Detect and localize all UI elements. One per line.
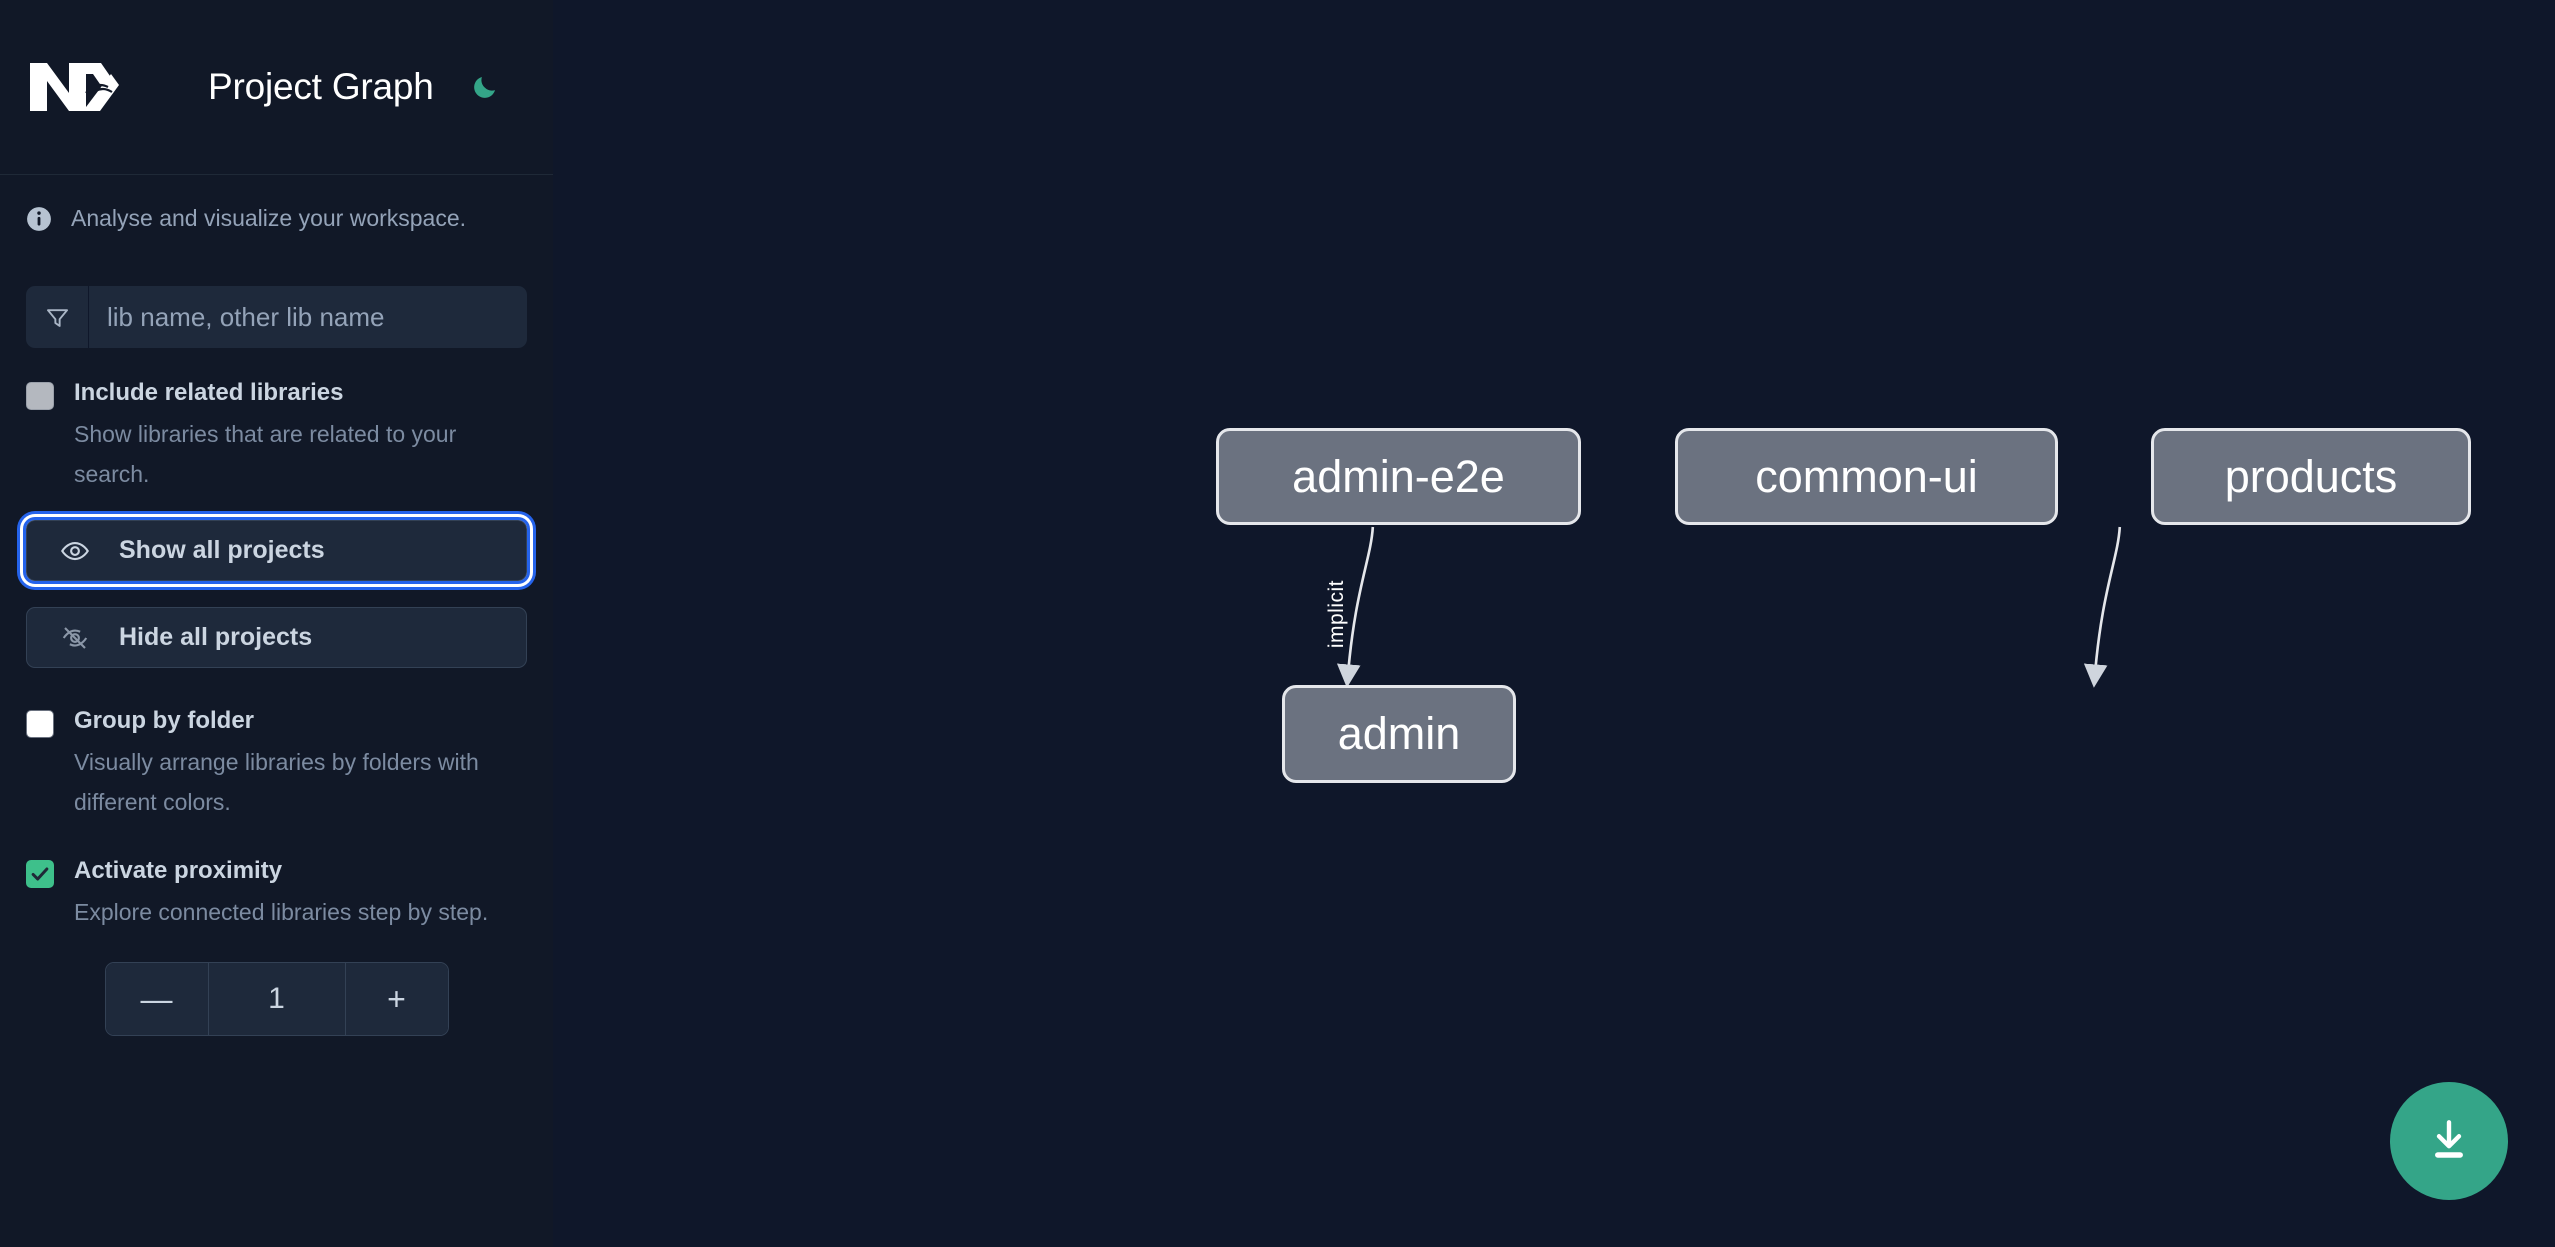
- search-section: [0, 258, 553, 348]
- option-label: Include related libraries: [74, 379, 344, 406]
- option-include-related-libraries: Include related libraries Show libraries…: [0, 348, 553, 494]
- activate-proximity-checkbox[interactable]: [26, 860, 54, 888]
- option-group-by-folder: Group by folder Visually arrange librari…: [0, 668, 553, 822]
- graph-canvas[interactable]: implicit implicit admin-e2e common-ui pr…: [553, 0, 2555, 1247]
- page-title: Project Graph: [208, 66, 434, 107]
- graph-node-common-ui[interactable]: common-ui: [1675, 428, 2058, 525]
- graph-node-products[interactable]: products: [2151, 428, 2471, 525]
- graph-node-admin[interactable]: admin: [1282, 685, 1516, 783]
- option-label: Group by folder: [74, 707, 254, 734]
- edge-admin-e2e-admin: [1336, 526, 1375, 688]
- proximity-increment-button[interactable]: +: [345, 963, 448, 1035]
- show-all-projects-label: Show all projects: [119, 536, 325, 564]
- hide-all-projects-button[interactable]: Hide all projects: [26, 607, 527, 668]
- graph-edges: [1336, 526, 2122, 688]
- proximity-stepper-wrap: — 1 +: [0, 932, 553, 1036]
- check-icon: [31, 867, 49, 881]
- search-box[interactable]: [26, 286, 527, 348]
- hide-all-projects-label: Hide all projects: [119, 623, 313, 651]
- option-description: Show libraries that are related to your …: [74, 421, 457, 487]
- info-icon: [26, 206, 52, 232]
- edge-label-implicit-admin: implicit: [1325, 580, 1348, 649]
- option-text: Include related libraries Show libraries…: [74, 378, 524, 494]
- eye-off-icon: [57, 620, 93, 656]
- filter-icon[interactable]: [26, 286, 89, 348]
- graph-node-admin-e2e[interactable]: admin-e2e: [1216, 428, 1581, 525]
- workspace-info: Analyse and visualize your workspace.: [0, 175, 553, 258]
- download-icon: [2424, 1115, 2474, 1168]
- hide-all-projects-wrap: Hide all projects: [0, 581, 553, 668]
- show-all-projects-button[interactable]: Show all projects: [23, 517, 530, 584]
- proximity-value: 1: [207, 963, 346, 1035]
- moon-icon[interactable]: [467, 69, 503, 105]
- show-all-projects-wrap: Show all projects: [0, 494, 553, 584]
- group-by-folder-checkbox[interactable]: [26, 710, 54, 738]
- sidebar: Project Graph Analyse and visualize yo: [0, 0, 553, 1247]
- sidebar-header: Project Graph: [0, 0, 553, 175]
- search-input[interactable]: [89, 286, 527, 348]
- proximity-decrement-button[interactable]: —: [105, 963, 208, 1035]
- edge-store-e2e-store: [2083, 526, 2122, 688]
- download-graph-button[interactable]: [2390, 1082, 2508, 1200]
- include-related-libraries-checkbox[interactable]: [26, 382, 54, 410]
- option-activate-proximity: Activate proximity Explore connected lib…: [0, 822, 553, 932]
- nx-logo-icon: [26, 59, 119, 115]
- option-text: Group by folder Visually arrange librari…: [74, 706, 524, 822]
- option-label: Activate proximity: [74, 857, 283, 884]
- option-description: Explore connected libraries step by step…: [74, 899, 489, 925]
- option-description: Visually arrange libraries by folders wi…: [74, 749, 479, 815]
- workspace-info-text: Analyse and visualize your workspace.: [71, 205, 467, 231]
- option-text: Activate proximity Explore connected lib…: [74, 856, 488, 932]
- eye-icon: [57, 533, 93, 569]
- proximity-stepper: — 1 +: [104, 962, 449, 1036]
